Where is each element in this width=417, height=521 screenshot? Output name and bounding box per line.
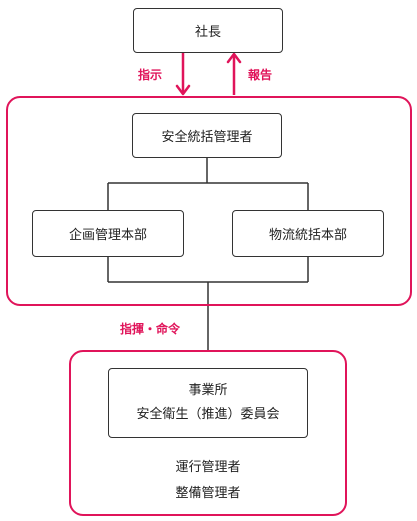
instruction-arrowhead — [175, 84, 191, 96]
safety-manager-label: 安全統括管理者 — [161, 130, 253, 145]
office-name-label: 事業所 — [188, 383, 228, 398]
maintenance-manager-label: 整備管理者 — [175, 486, 241, 501]
operations-manager-label: 運行管理者 — [175, 460, 241, 475]
office-committee-box: 事業所 安全衛生（推進）委員会 — [108, 368, 308, 438]
instruction-label: 指示 — [138, 68, 163, 82]
office-committee-label: 安全衛生（推進）委員会 — [136, 407, 280, 422]
report-label: 報告 — [248, 68, 273, 82]
planning-manager-label: 企画管理本部 — [68, 228, 147, 243]
president-label: 社長 — [194, 25, 221, 40]
office-group — [69, 350, 347, 516]
safety-manager-box: 安全統括管理者 — [132, 113, 282, 158]
logistics-manager-box: 物流統括本部 — [232, 210, 384, 257]
command-label: 指揮・命令 — [120, 322, 181, 336]
headquarters-group — [6, 96, 412, 306]
logistics-manager-label: 物流統括本部 — [268, 228, 347, 243]
report-arrowhead — [226, 52, 242, 64]
planning-manager-box: 企画管理本部 — [32, 210, 184, 257]
president-box: 社長 — [133, 8, 283, 53]
